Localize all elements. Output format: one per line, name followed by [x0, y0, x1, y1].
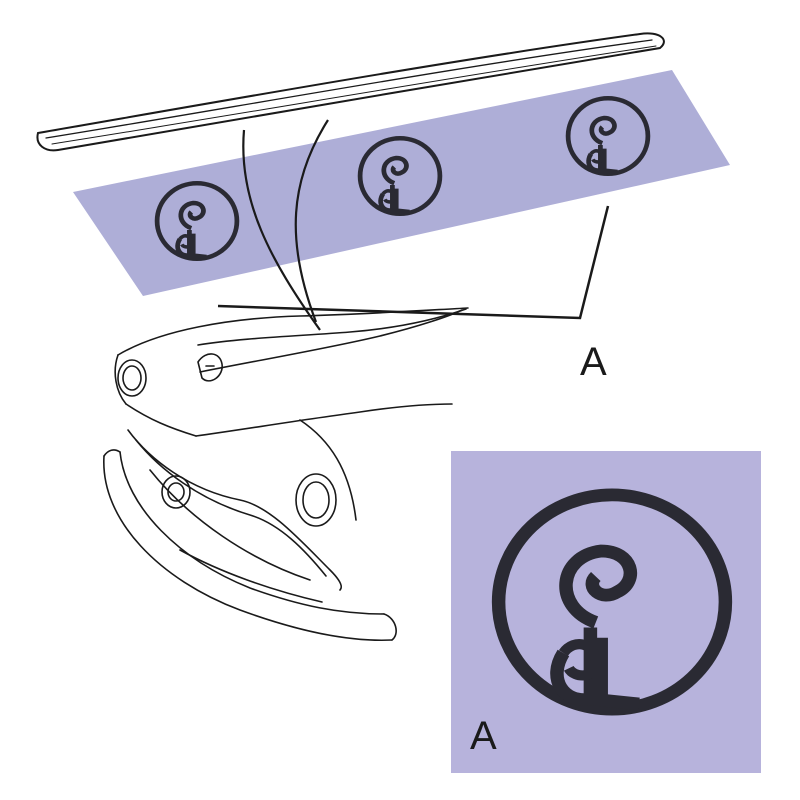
leader-curves [242, 119, 329, 331]
hood-trim-molding [36, 32, 665, 152]
callout-label-a: A [580, 340, 607, 384]
car-front-sketch [103, 307, 469, 642]
inset-label-a: A [470, 714, 497, 758]
highlight-band [73, 70, 730, 296]
callout-leader [217, 205, 610, 320]
